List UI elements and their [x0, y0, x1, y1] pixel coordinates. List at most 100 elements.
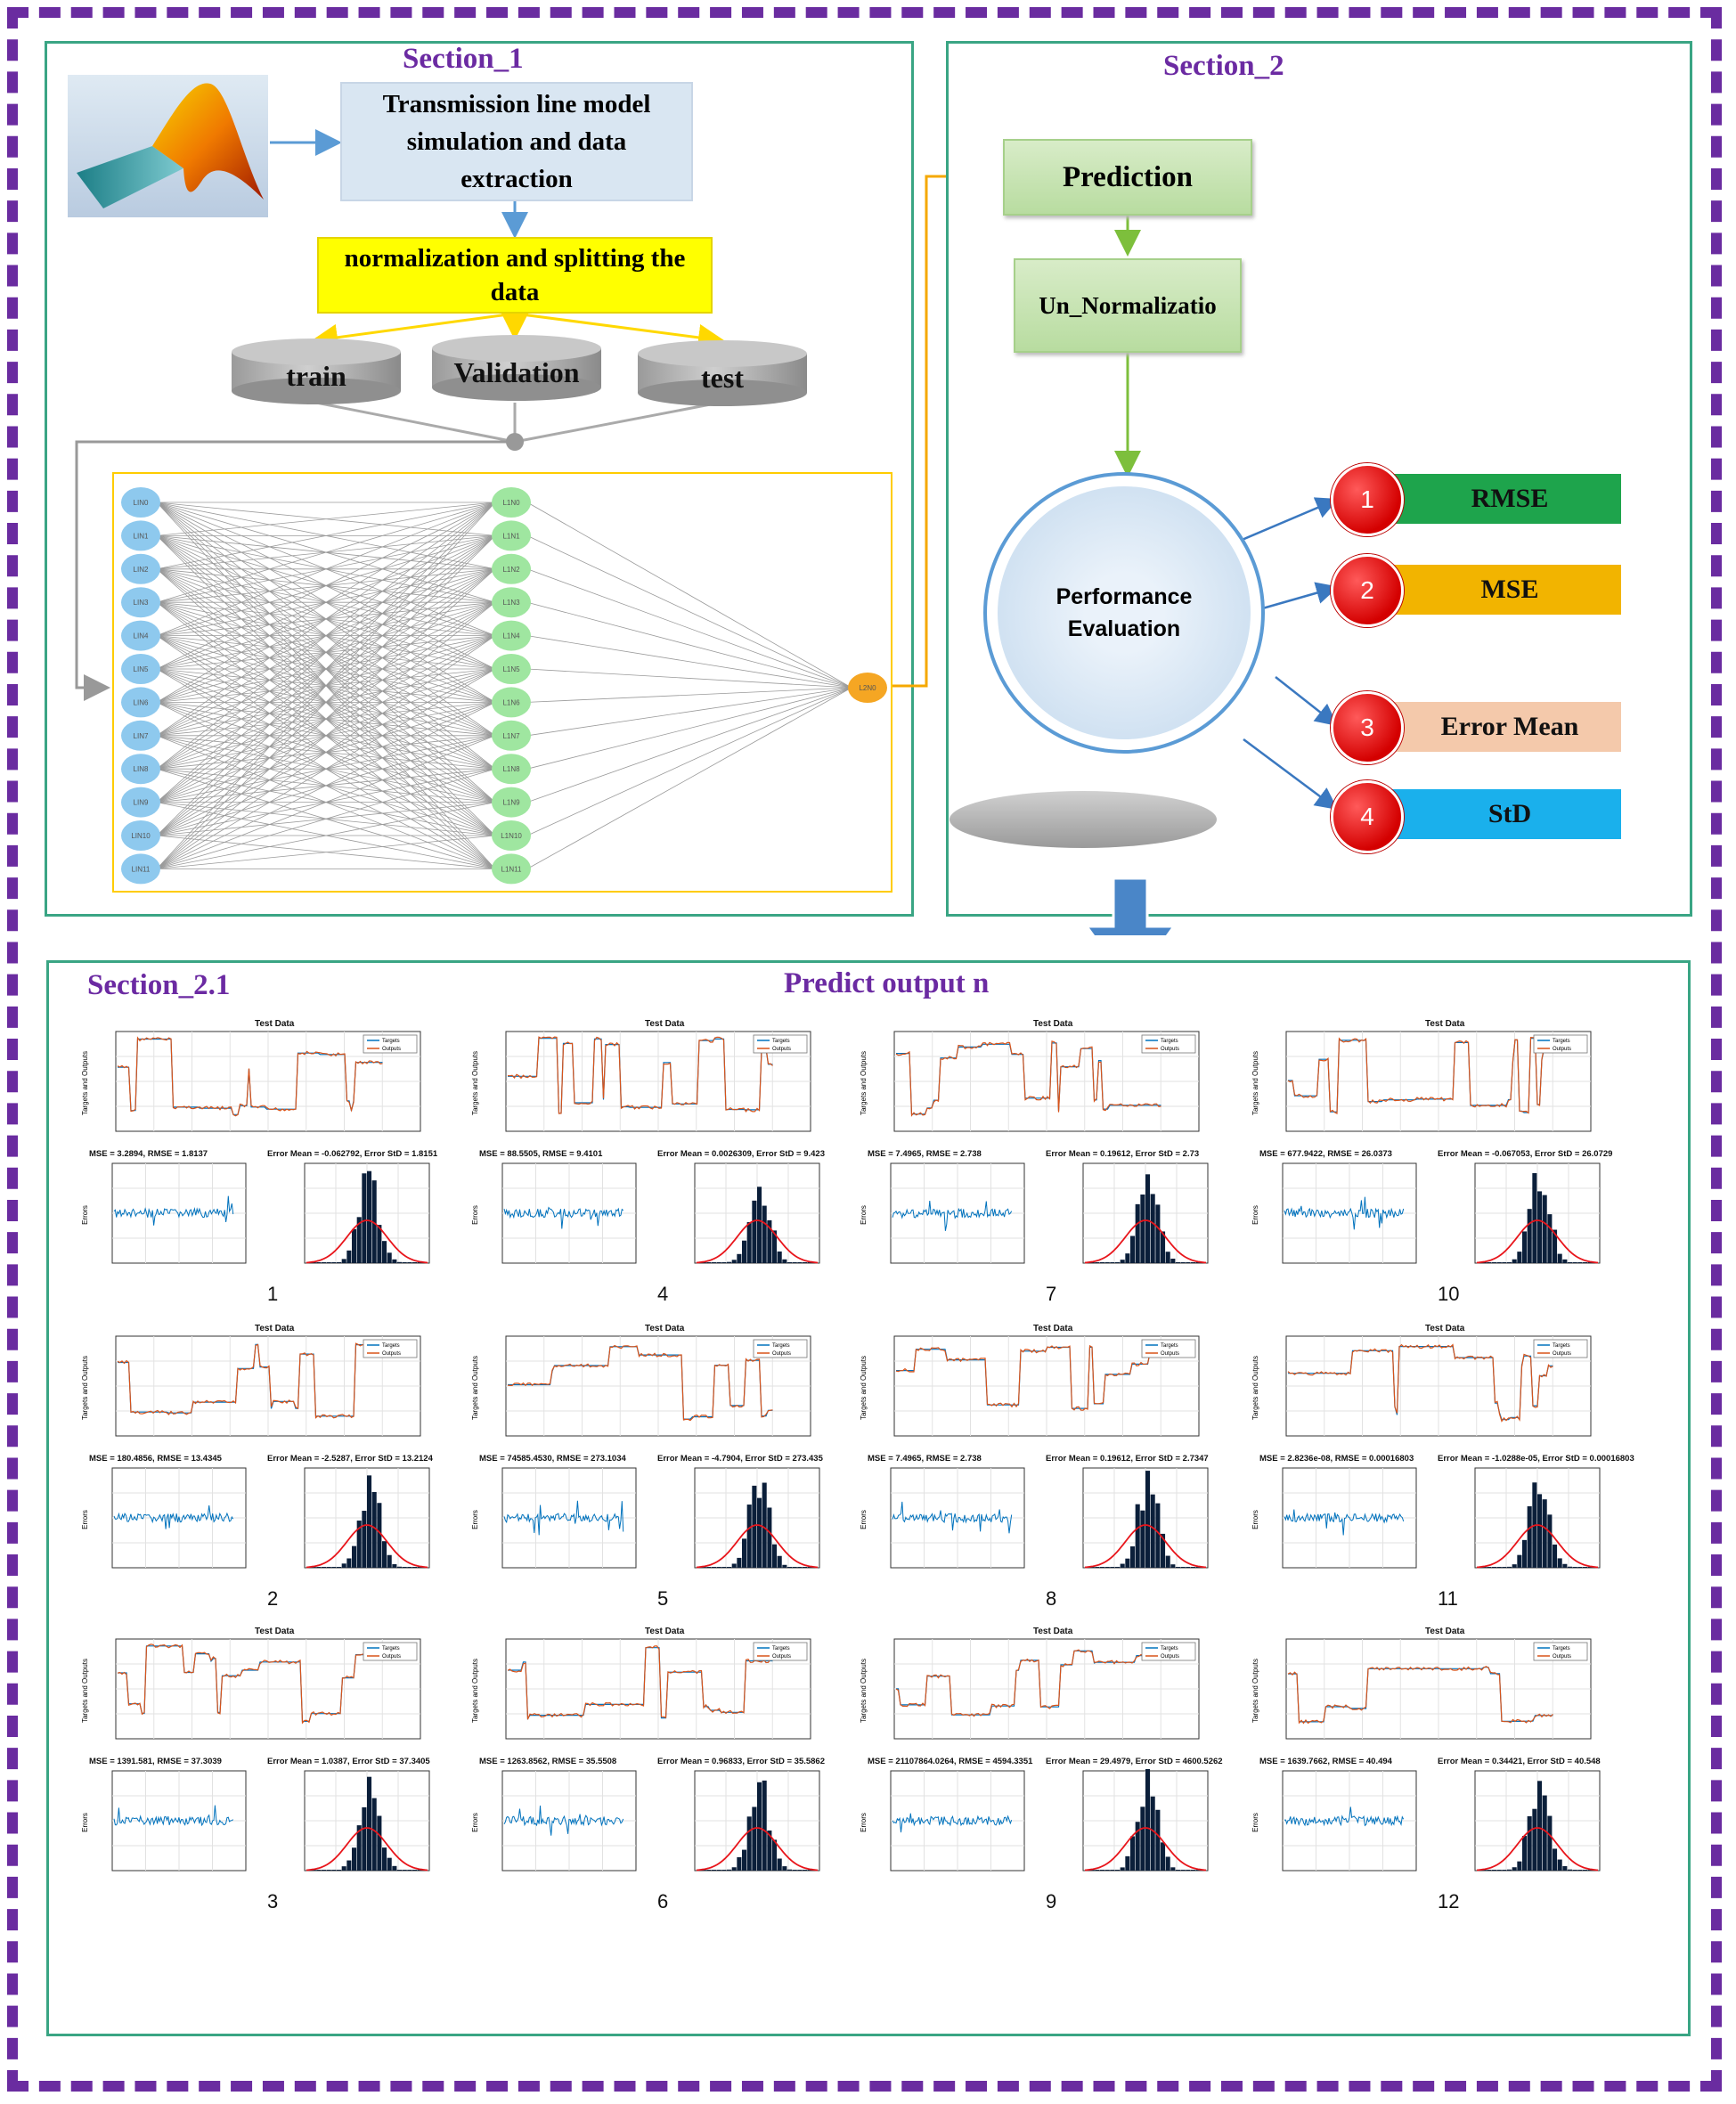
histogram-bar — [746, 1221, 752, 1263]
histogram-bar — [701, 1870, 706, 1871]
histogram-bar — [807, 1567, 812, 1568]
legend-targets-label: Targets — [1161, 1646, 1178, 1651]
errors-series — [1284, 1196, 1405, 1230]
mse-rmse-text: MSE = 88.5505, RMSE = 9.4101 — [479, 1149, 603, 1159]
input-node-label: LIN7 — [134, 732, 149, 740]
input-node — [121, 754, 160, 785]
histogram-bar — [1507, 1869, 1512, 1871]
histogram-bar — [382, 1241, 387, 1263]
histogram-bar — [1517, 1252, 1522, 1263]
histogram-bar — [1492, 1262, 1497, 1263]
outputs-series — [507, 1036, 773, 1114]
mse-rmse-text: MSE = 677.9422, RMSE = 26.0373 — [1259, 1149, 1392, 1159]
legend-targets-label: Targets — [382, 1343, 400, 1349]
histogram-bar — [1186, 1567, 1191, 1568]
histogram-bar — [362, 1173, 367, 1263]
normalization-box: normalization and splitting the data — [317, 237, 713, 314]
histogram-bar — [782, 1564, 787, 1568]
histogram-bar — [311, 1567, 316, 1568]
plot-number-label: 4 — [657, 1283, 669, 1305]
histogram-bar — [1481, 1870, 1487, 1871]
legend-outputs-label: Outputs — [772, 1047, 791, 1052]
histogram-bar — [337, 1567, 342, 1568]
histogram-bar — [1557, 1859, 1562, 1871]
input-node — [121, 853, 160, 885]
error-mean-std-text: Error Mean = -4.7904, Error StD = 273.43… — [657, 1454, 823, 1464]
histogram-bar — [1492, 1567, 1497, 1568]
histogram-bar — [331, 1262, 337, 1263]
histogram-bar — [777, 1858, 782, 1871]
histogram-bar — [356, 1217, 362, 1263]
histogram-bar — [752, 1200, 757, 1263]
histogram-bar — [331, 1870, 337, 1871]
histogram-bar — [346, 1250, 352, 1263]
histogram-bar — [402, 1870, 407, 1871]
histogram-bar — [316, 1870, 322, 1871]
histogram-bar — [767, 1507, 772, 1568]
histogram-bar — [341, 1563, 346, 1568]
normal-fit-curve — [696, 1219, 819, 1264]
histogram-bar — [1115, 1870, 1121, 1871]
hidden-node — [492, 754, 531, 785]
histogram-bar — [1130, 1235, 1136, 1263]
mse-rmse-text: MSE = 1391.581, RMSE = 37.3039 — [89, 1757, 222, 1766]
hidden-node-label: L1N0 — [502, 499, 520, 507]
histogram-bar — [1104, 1567, 1110, 1568]
plot-title: Test Data — [255, 1324, 295, 1333]
error-histogram — [1082, 1769, 1209, 1872]
errors-plot: Errors — [1251, 1162, 1417, 1264]
plot-number-label: 2 — [267, 1587, 279, 1610]
normal-fit-curve — [696, 1827, 819, 1872]
input-node — [121, 520, 160, 551]
histogram-bar — [1155, 1503, 1161, 1568]
error-histogram — [1474, 1162, 1601, 1264]
mse-rmse-text: MSE = 180.4856, RMSE = 13.4345 — [89, 1454, 222, 1464]
neural-network-diagram: LIN0LIN1LIN2LIN3LIN4LIN5LIN6LIN7LIN8LIN9… — [121, 487, 887, 885]
histogram-bar — [377, 1225, 382, 1263]
histogram-bar — [787, 1262, 793, 1263]
histogram-bar — [352, 1545, 357, 1568]
histogram-bar — [787, 1567, 793, 1568]
error-mean-std-text: Error Mean = 0.96833, Error StD = 35.586… — [657, 1757, 825, 1766]
error-histogram — [1474, 1770, 1601, 1872]
plot-title: Test Data — [1033, 1019, 1073, 1029]
input-node-label: LIN2 — [134, 566, 149, 574]
legend-targets-label: Targets — [772, 1343, 790, 1349]
input-node-label: LIN3 — [134, 599, 149, 607]
errors-plot: Errors — [81, 1770, 247, 1872]
input-node — [121, 787, 160, 818]
histogram-bar — [407, 1262, 412, 1263]
mse-rmse-text: MSE = 21107864.0264, RMSE = 4594.3351 — [868, 1757, 1033, 1766]
histogram-bar — [1487, 1870, 1492, 1871]
mse-rmse-text: MSE = 3.2894, RMSE = 1.8137 — [89, 1149, 208, 1159]
metric-number-2: 2 — [1331, 554, 1404, 627]
histogram-bar — [417, 1567, 422, 1568]
histogram-bar — [1522, 1836, 1528, 1871]
histogram-bar — [1527, 1209, 1532, 1263]
histogram-bar — [311, 1262, 316, 1263]
hidden-node-label: L1N1 — [502, 532, 520, 540]
histogram-bar — [1587, 1262, 1593, 1263]
errors-plot: Errors — [860, 1162, 1025, 1264]
histogram-bar — [326, 1870, 331, 1871]
mse-rmse-text: MSE = 1263.8562, RMSE = 35.5508 — [479, 1757, 617, 1766]
error-histogram — [1474, 1467, 1601, 1569]
outputs-series — [117, 1342, 383, 1419]
histogram-bar — [1176, 1567, 1181, 1568]
mse-rmse-text: MSE = 7.4965, RMSE = 2.738 — [868, 1149, 982, 1159]
train-label: train — [286, 359, 346, 392]
histogram-bar — [1195, 1567, 1201, 1568]
legend-targets-label: Targets — [1553, 1343, 1570, 1349]
histogram-bar — [1155, 1809, 1161, 1871]
input-node — [121, 620, 160, 651]
normal-fit-curve — [1084, 1827, 1207, 1872]
errors-series — [503, 1805, 624, 1836]
histogram-bar — [1180, 1870, 1186, 1871]
histogram-bar — [356, 1521, 362, 1568]
error-mean-std-text: Error Mean = 0.34421, Error StD = 40.548 — [1438, 1757, 1601, 1766]
histogram-bar — [322, 1567, 327, 1568]
histogram-bar — [1095, 1870, 1100, 1871]
histogram-bar — [1140, 1195, 1145, 1263]
legend-outputs-label: Outputs — [382, 1047, 401, 1052]
